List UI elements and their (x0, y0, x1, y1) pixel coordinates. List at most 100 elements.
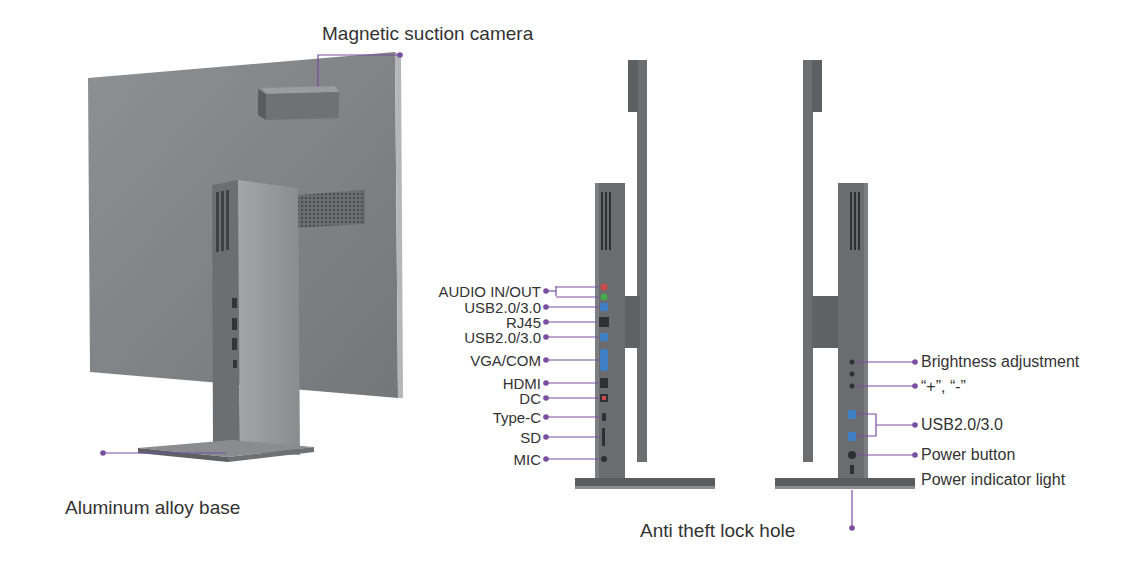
aluminum-base-part (138, 448, 228, 462)
side-view-right-part (858, 192, 860, 250)
stand-column-part (212, 180, 240, 452)
leader-dots-part (543, 414, 549, 420)
camera-part (266, 92, 339, 120)
leader-dots-part (912, 383, 918, 389)
side-view-left-part (601, 192, 603, 250)
leader-lines-part (546, 306, 599, 307)
callout-label: RJ45 (506, 315, 541, 330)
side-buttons-part (850, 384, 855, 389)
camera (258, 86, 339, 120)
leader-lines-part (546, 458, 600, 459)
side-view-left-part (637, 60, 647, 462)
rear-ports (599, 284, 609, 463)
leader-dots-part (912, 422, 918, 428)
leader-dots-part (543, 434, 549, 440)
side-buttons-part (850, 372, 855, 377)
side-buttons (848, 360, 856, 475)
rear-ports-part (600, 349, 608, 371)
side-view-right-part (812, 296, 838, 348)
leader-lines (103, 55, 915, 528)
callout-label: Aluminum alloy base (65, 498, 240, 517)
leader-dots-part (543, 288, 549, 294)
rear-ports-part (602, 396, 606, 400)
leader-lines-part (103, 452, 226, 453)
leader-lines-part (546, 359, 599, 360)
callout-label: Power indicator light (921, 472, 1065, 488)
leader-lines-part (856, 385, 915, 386)
callout-label: AUDIO IN/OUT (438, 284, 541, 299)
leader-dots-part (849, 525, 855, 531)
rear-ports-part (602, 413, 606, 421)
stand-column-part (221, 191, 224, 251)
side-view-left-part (609, 192, 611, 250)
side-view-left (575, 60, 715, 489)
leader-lines-part (318, 55, 400, 86)
leader-lines-part (856, 361, 915, 362)
leader-lines-part (851, 490, 852, 528)
leader-dots-part (100, 450, 106, 456)
side-buttons-part (848, 451, 856, 459)
leader-dots-part (397, 52, 403, 58)
callout-label: Anti theft lock hole (640, 521, 795, 540)
leader-lines-part (857, 414, 876, 436)
side-view-left-part (595, 183, 625, 478)
side-buttons-part (850, 360, 855, 365)
side-view-left-part (575, 486, 715, 489)
side-view-right-part (812, 60, 822, 112)
side-view-right-part (803, 60, 813, 462)
leader-lines-part (546, 382, 599, 383)
callout-label: Power button (921, 447, 1015, 463)
callout-label: USB2.0/3.0 (921, 417, 1003, 433)
rear-ports-part (600, 303, 608, 311)
callout-label: Type-C (493, 410, 541, 425)
stand-column-part (232, 298, 237, 308)
side-view-right-part (854, 192, 856, 250)
stand-column-part (233, 360, 237, 368)
leader-dots-part (912, 452, 918, 458)
stand-column-part (226, 190, 229, 250)
leader-lines-part (876, 424, 915, 425)
callout-label: Magnetic suction camera (322, 24, 533, 43)
side-view-right-part (775, 478, 915, 486)
leader-lines-part (546, 397, 599, 398)
side-view-left-part (595, 183, 599, 478)
stand-column-part (232, 318, 237, 330)
rear-ports-part (602, 428, 605, 446)
stand-column-part (216, 192, 219, 252)
stand-column (212, 180, 300, 455)
callout-label: MIC (514, 452, 542, 467)
rear-ports-part (599, 317, 609, 327)
side-view-left-part (605, 192, 607, 250)
leader-dots-part (543, 395, 549, 401)
side-view-right-part (850, 192, 852, 250)
side-buttons-part (850, 465, 854, 474)
leader-dots-part (543, 380, 549, 386)
callout-label: VGA/COM (470, 353, 541, 368)
rear-ports-part (601, 284, 608, 291)
rear-ports-part (600, 394, 608, 402)
side-view-left-part (628, 60, 638, 112)
stand-column-part (232, 338, 237, 350)
stand-column-part (238, 180, 300, 455)
leader-lines-part (556, 296, 599, 297)
leader-dots-part (543, 304, 549, 310)
callout-label: Brightness adjustment (921, 354, 1079, 370)
leader-lines-part (546, 416, 601, 417)
aluminum-base-part (228, 447, 314, 462)
side-view-right-part (864, 183, 868, 478)
side-view-right-part (838, 183, 868, 478)
callout-label: USB2.0/3.0 (464, 330, 541, 345)
leader-lines-part (556, 286, 599, 287)
rear-ports-part (600, 378, 608, 388)
leader-lines-part (546, 436, 601, 437)
leader-dots-part (543, 456, 549, 462)
camera-part (258, 89, 266, 120)
leader-dots-part (912, 359, 918, 365)
leader-dots-part (543, 319, 549, 325)
callout-label: SD (520, 430, 541, 445)
leader-lines-part (546, 336, 599, 337)
leader-lines-part (857, 454, 915, 455)
